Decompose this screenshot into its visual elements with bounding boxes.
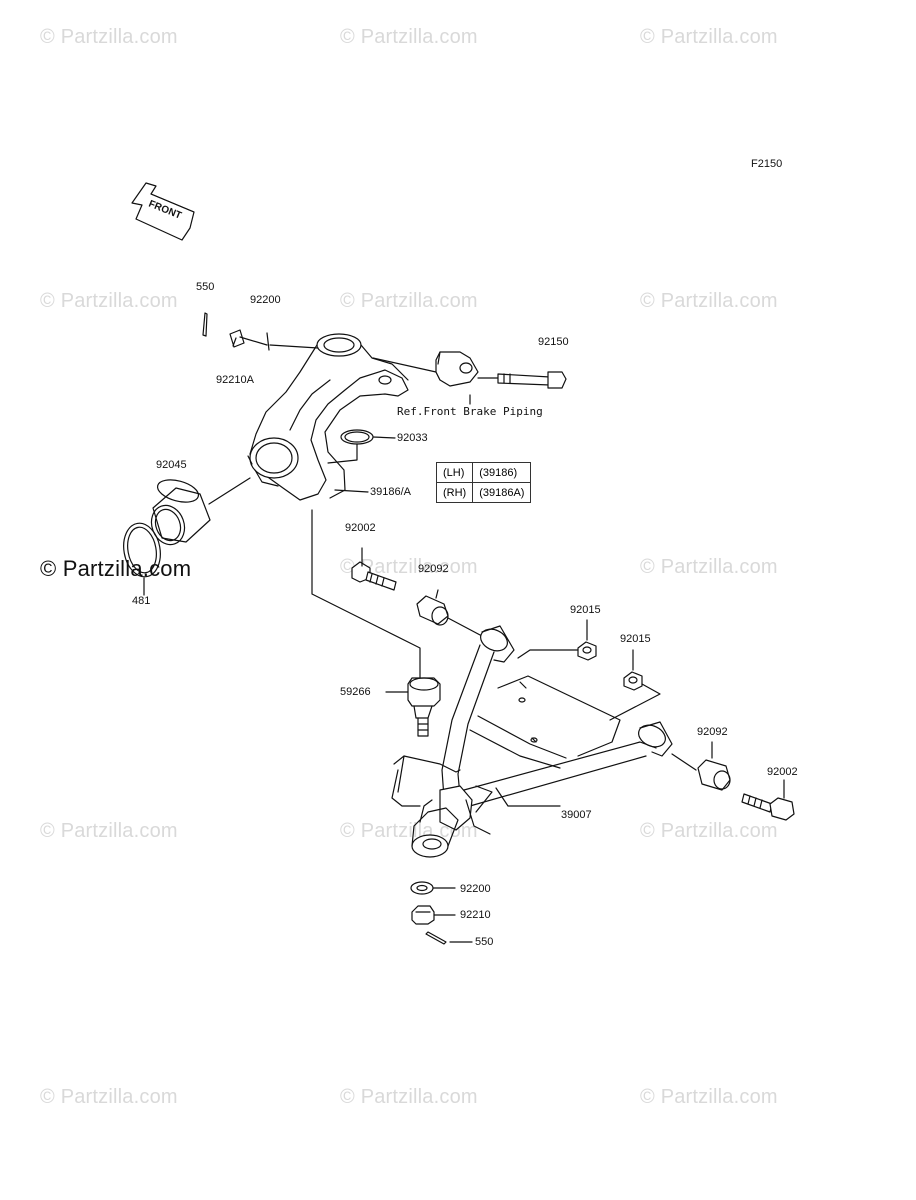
bolt-92002-upper [351,561,397,591]
bushing-92092-upper [416,595,449,626]
label-92200-top: 92200 [250,294,281,306]
ball-joint-59266 [407,677,441,737]
watermark: © Partzilla.com [40,1086,178,1108]
a-arm-39007 [391,625,673,858]
table-cell-side: (RH) [435,482,474,503]
label-92033: 92033 [397,432,428,444]
watermark: © Partzilla.com [640,290,778,312]
table-cell-part: (39186) [472,462,532,483]
cotter-pin-top [202,312,208,337]
label-92015-a: 92015 [570,604,601,616]
washer-top [266,332,270,351]
steering-knuckle [247,333,409,501]
front-arrow-icon [131,182,195,241]
washer-92200-lower [410,881,434,895]
bearing-92045 [150,479,211,546]
watermark: © Partzilla.com [340,1086,478,1108]
label-39186a: 39186/A [370,486,411,498]
nut-92015-b [623,671,643,691]
label-39007: 39007 [561,809,592,821]
label-ref-brake-piping: Ref.Front Brake Piping [397,405,543,418]
watermark: © Partzilla.com [340,556,478,578]
watermark: © Partzilla.com [640,556,778,578]
label-92015-b: 92015 [620,633,651,645]
watermark: © Partzilla.com [640,1086,778,1108]
label-92002-upper: 92002 [345,522,376,534]
watermark: © Partzilla.com [340,820,478,842]
lh-rh-reference-table: (LH) (39186) (RH) (39186A) [435,462,532,503]
snap-ring-481 [123,522,161,578]
label-550-lower: 550 [475,936,494,948]
watermark: © Partzilla.com [40,26,178,48]
figure-code: F2150 [751,158,783,170]
label-92092-lower: 92092 [697,726,728,738]
bolt-92150 [497,371,567,389]
watermark: © Partzilla.com [640,26,778,48]
bushing-92092-lower [697,759,731,791]
label-92210: 92210 [460,909,491,921]
table-cell-part: (39186A) [472,482,532,503]
label-92150: 92150 [538,336,569,348]
table-row: (LH) (39186) [435,462,532,483]
label-92092-upper: 92092 [418,563,449,575]
label-550-top: 550 [196,281,215,293]
watermark: © Partzilla.com [640,820,778,842]
brake-hose-clamp [435,351,479,387]
castle-nut-top [229,329,245,348]
table-row: (RH) (39186A) [435,482,532,503]
watermark: © Partzilla.com [40,290,178,312]
cotter-pin-lower [425,931,447,945]
watermark: © Partzilla.com [340,290,478,312]
table-cell-side: (LH) [435,462,474,483]
label-481: 481 [132,595,151,607]
label-92045: 92045 [156,459,187,471]
watermark-dark: © Partzilla.com [40,556,192,581]
label-92200-lower: 92200 [460,883,491,895]
label-59266: 59266 [340,686,371,698]
label-92002-lower: 92002 [767,766,798,778]
bolt-92002-lower [741,793,795,821]
nut-92210-lower [411,905,435,925]
watermark: © Partzilla.com [40,820,178,842]
label-92210a: 92210A [216,374,254,386]
watermark: © Partzilla.com [340,26,478,48]
nut-92015-a [577,641,597,661]
